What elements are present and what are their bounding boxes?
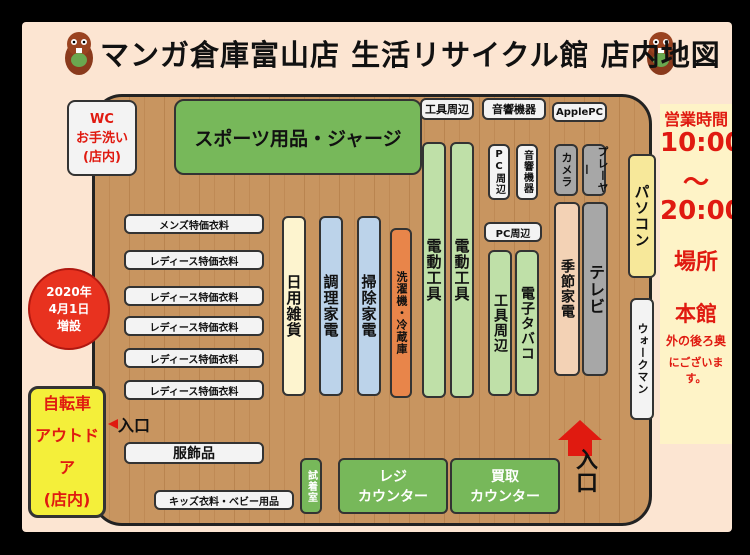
register-label: レジ: [379, 469, 407, 485]
hours-open: 10:00: [660, 128, 732, 158]
section-kids: キッズ衣料・ベビー用品: [154, 490, 294, 510]
section-cleaning: 掃除家電: [357, 216, 381, 396]
section-pc-label: PC周辺: [484, 222, 542, 242]
section-laundry: 洗濯機・冷蔵庫: [390, 228, 412, 398]
section-tools-side: 工具周辺: [488, 250, 512, 396]
section-ecig: 電子タバコ: [515, 250, 539, 396]
section-pc: パソコン: [628, 154, 656, 278]
location-note-1: 外の後ろ奥: [665, 334, 726, 348]
wc-label-handwash: お手洗い: [75, 130, 128, 146]
section-apple-pc: ApplePC: [552, 102, 607, 122]
side-entrance-label: 入口: [118, 416, 151, 435]
fitting-room: 試着室: [300, 458, 322, 514]
section-ladies-5: レディース特価衣料: [124, 380, 264, 400]
section-audio-side: 音響機器: [516, 144, 538, 200]
section-walkman: ウォークマン: [630, 298, 654, 420]
hours-close: 20:00: [660, 196, 732, 226]
outdoor-label: アウトドア: [34, 426, 99, 477]
arrow-up-icon: [558, 420, 602, 456]
register-counter: レジ カウンター: [338, 458, 448, 514]
section-tools-top: 工具周辺: [420, 98, 474, 120]
section-mens: メンズ特価衣料: [124, 214, 264, 234]
section-sports: スポーツ用品・ジャージ: [174, 99, 422, 175]
section-ladies-3: レディース特価衣料: [124, 316, 264, 336]
bike-indoor-label: (店内): [43, 490, 91, 509]
section-camera: カメラ: [554, 144, 578, 196]
buyback-counter: 買取 カウンター: [450, 458, 560, 514]
beaver-mascot-icon: [647, 32, 675, 75]
section-cooking: 調理家電: [319, 216, 343, 396]
page-title: マンガ倉庫富山店 生活リサイクル館 店内地図: [100, 38, 721, 72]
beaver-mascot-icon: [65, 32, 93, 75]
side-entrance: 入口: [102, 412, 150, 436]
store-map-poster: マンガ倉庫富山店 生活リサイクル館 店内地図 WC お手洗い (店内) スポーツ…: [22, 22, 732, 532]
hours-label: 営業時間: [663, 110, 728, 129]
section-tv: テレビ: [582, 202, 608, 376]
section-ladies-1: レディース特価衣料: [124, 250, 264, 270]
section-pc-side: PC周辺: [488, 144, 510, 200]
restroom-box: WC お手洗い (店内): [67, 100, 137, 176]
notice-year: 2020年: [46, 284, 92, 299]
notice-badge: 2020年 4月1日 増設: [28, 268, 110, 350]
wc-label: WC: [90, 111, 114, 127]
section-apparel: 服飾品: [124, 442, 264, 464]
arrow-left-icon: [108, 419, 118, 429]
section-power-tools-2: 電動工具: [450, 142, 474, 398]
notice-added: 増設: [56, 318, 81, 333]
notice-date: 4月1日: [48, 301, 90, 316]
buyback-counter-label: カウンター: [470, 489, 540, 505]
section-daily-goods: 日用雑貨: [282, 216, 306, 396]
location-note-2: にございます。: [668, 356, 724, 385]
section-ladies-4: レディース特価衣料: [124, 348, 264, 368]
info-panel: 営業時間 10:00 〜 20:00 場所 本館 外の後ろ奥 にございます。: [660, 104, 732, 444]
wc-label-indoor: (店内): [83, 149, 121, 165]
main-entrance-label: 入口: [572, 448, 597, 494]
register-counter-label: カウンター: [358, 489, 428, 505]
location-label: 場所: [673, 250, 718, 275]
buyback-label: 買取: [491, 469, 519, 485]
section-seasonal: 季節家電: [554, 202, 580, 376]
hours-separator: 〜: [682, 168, 709, 198]
section-player: プレーヤー: [580, 144, 609, 196]
section-power-tools-1: 電動工具: [422, 142, 446, 398]
main-entrance: [558, 420, 602, 508]
bike-outdoor-box: 自転車 アウトドア (店内): [28, 386, 106, 518]
location-building: 本館: [675, 302, 717, 326]
section-audio-top: 音響機器: [482, 98, 546, 120]
bike-label: 自転車: [42, 394, 91, 413]
section-ladies-2: レディース特価衣料: [124, 286, 264, 306]
